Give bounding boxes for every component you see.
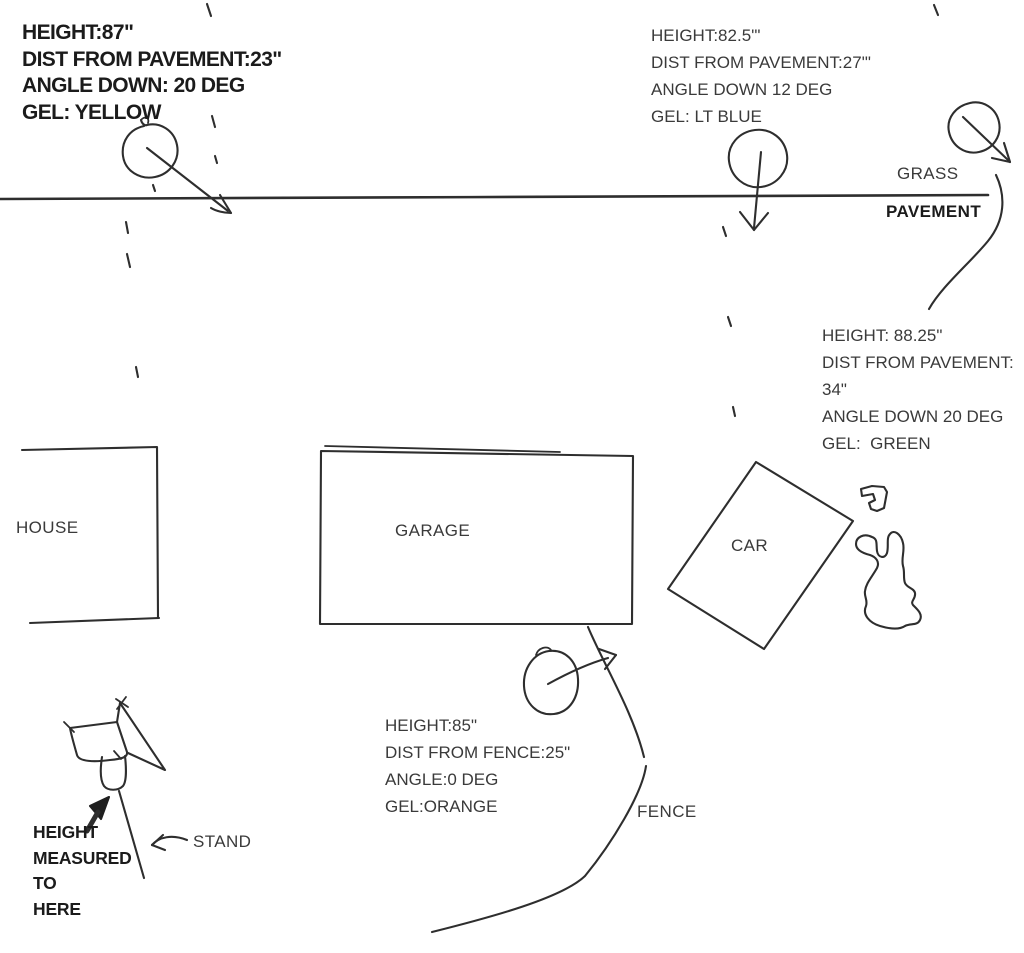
annotation-line: DIST FROM PAVEMENT:23": [22, 47, 282, 71]
shrub-squiggle-large: [854, 530, 922, 630]
annotation-line: HEIGHT:82.5'": [651, 26, 761, 45]
annotation-green-light: HEIGHT: 88.25" DIST FROM PAVEMENT: 34" A…: [822, 322, 1014, 457]
light-symbol-green: [927, 101, 1012, 311]
height-measured-arrow: [84, 795, 111, 834]
annotation-line: DIST FROM PAVEMENT:: [822, 353, 1014, 372]
height-measured-note: HEIGHT MEASURED TO HERE: [33, 820, 132, 922]
annotation-line: DIST FROM PAVEMENT:27'": [651, 53, 871, 72]
light-symbol-yellow: [121, 116, 233, 215]
annotation-line: HEIGHT: 88.25": [822, 326, 943, 345]
fence-label: FENCE: [637, 802, 697, 821]
house-label: HOUSE: [16, 518, 79, 537]
note-line: HERE: [33, 898, 81, 919]
light-fixture-sketch: [63, 696, 167, 880]
stand-label: STAND: [193, 832, 252, 851]
stand-arrow: [150, 833, 189, 852]
annotation-line: DIST FROM FENCE:25": [385, 743, 571, 762]
shrub-squiggle-small: [859, 484, 889, 513]
annotation-line: GEL:ORANGE: [385, 797, 498, 816]
stray-marks: [124, 2, 940, 418]
note-line: TO: [33, 873, 57, 893]
annotation-line: ANGLE:0 DEG: [385, 770, 499, 789]
annotation-orange-light: HEIGHT:85" DIST FROM FENCE:25" ANGLE:0 D…: [385, 712, 570, 820]
annotation-line: 34": [822, 380, 847, 399]
light-symbol-ltblue: [727, 128, 789, 232]
annotation-line: HEIGHT:87": [22, 21, 134, 44]
annotation-ltblue-light: HEIGHT:82.5'" DIST FROM PAVEMENT:27'" AN…: [651, 22, 871, 130]
pavement-line: [0, 193, 990, 201]
annotation-line: GEL: GREEN: [822, 434, 931, 453]
annotation-line: ANGLE DOWN 20 DEG: [822, 407, 1004, 426]
note-line: HEIGHT: [33, 822, 98, 842]
fence-line: [430, 625, 648, 934]
garage-outline: [318, 445, 635, 626]
grass-label: GRASS: [897, 164, 959, 183]
note-line: MEASURED: [33, 847, 132, 868]
annotation-yellow-light: HEIGHT:87" DIST FROM PAVEMENT:23" ANGLE …: [22, 20, 282, 126]
annotation-line: ANGLE DOWN 12 DEG: [651, 80, 833, 99]
car-label: CAR: [731, 536, 769, 555]
car-outline: [666, 460, 855, 651]
garage-label: GARAGE: [395, 521, 471, 540]
annotation-line: ANGLE DOWN: 20 DEG: [22, 74, 245, 97]
annotation-line: HEIGHT:85": [385, 716, 478, 735]
annotation-line: GEL: YELLOW: [22, 100, 161, 124]
annotation-line: GEL: LT BLUE: [651, 107, 762, 126]
pavement-label: PAVEMENT: [886, 202, 982, 221]
house-outline: [20, 445, 161, 625]
